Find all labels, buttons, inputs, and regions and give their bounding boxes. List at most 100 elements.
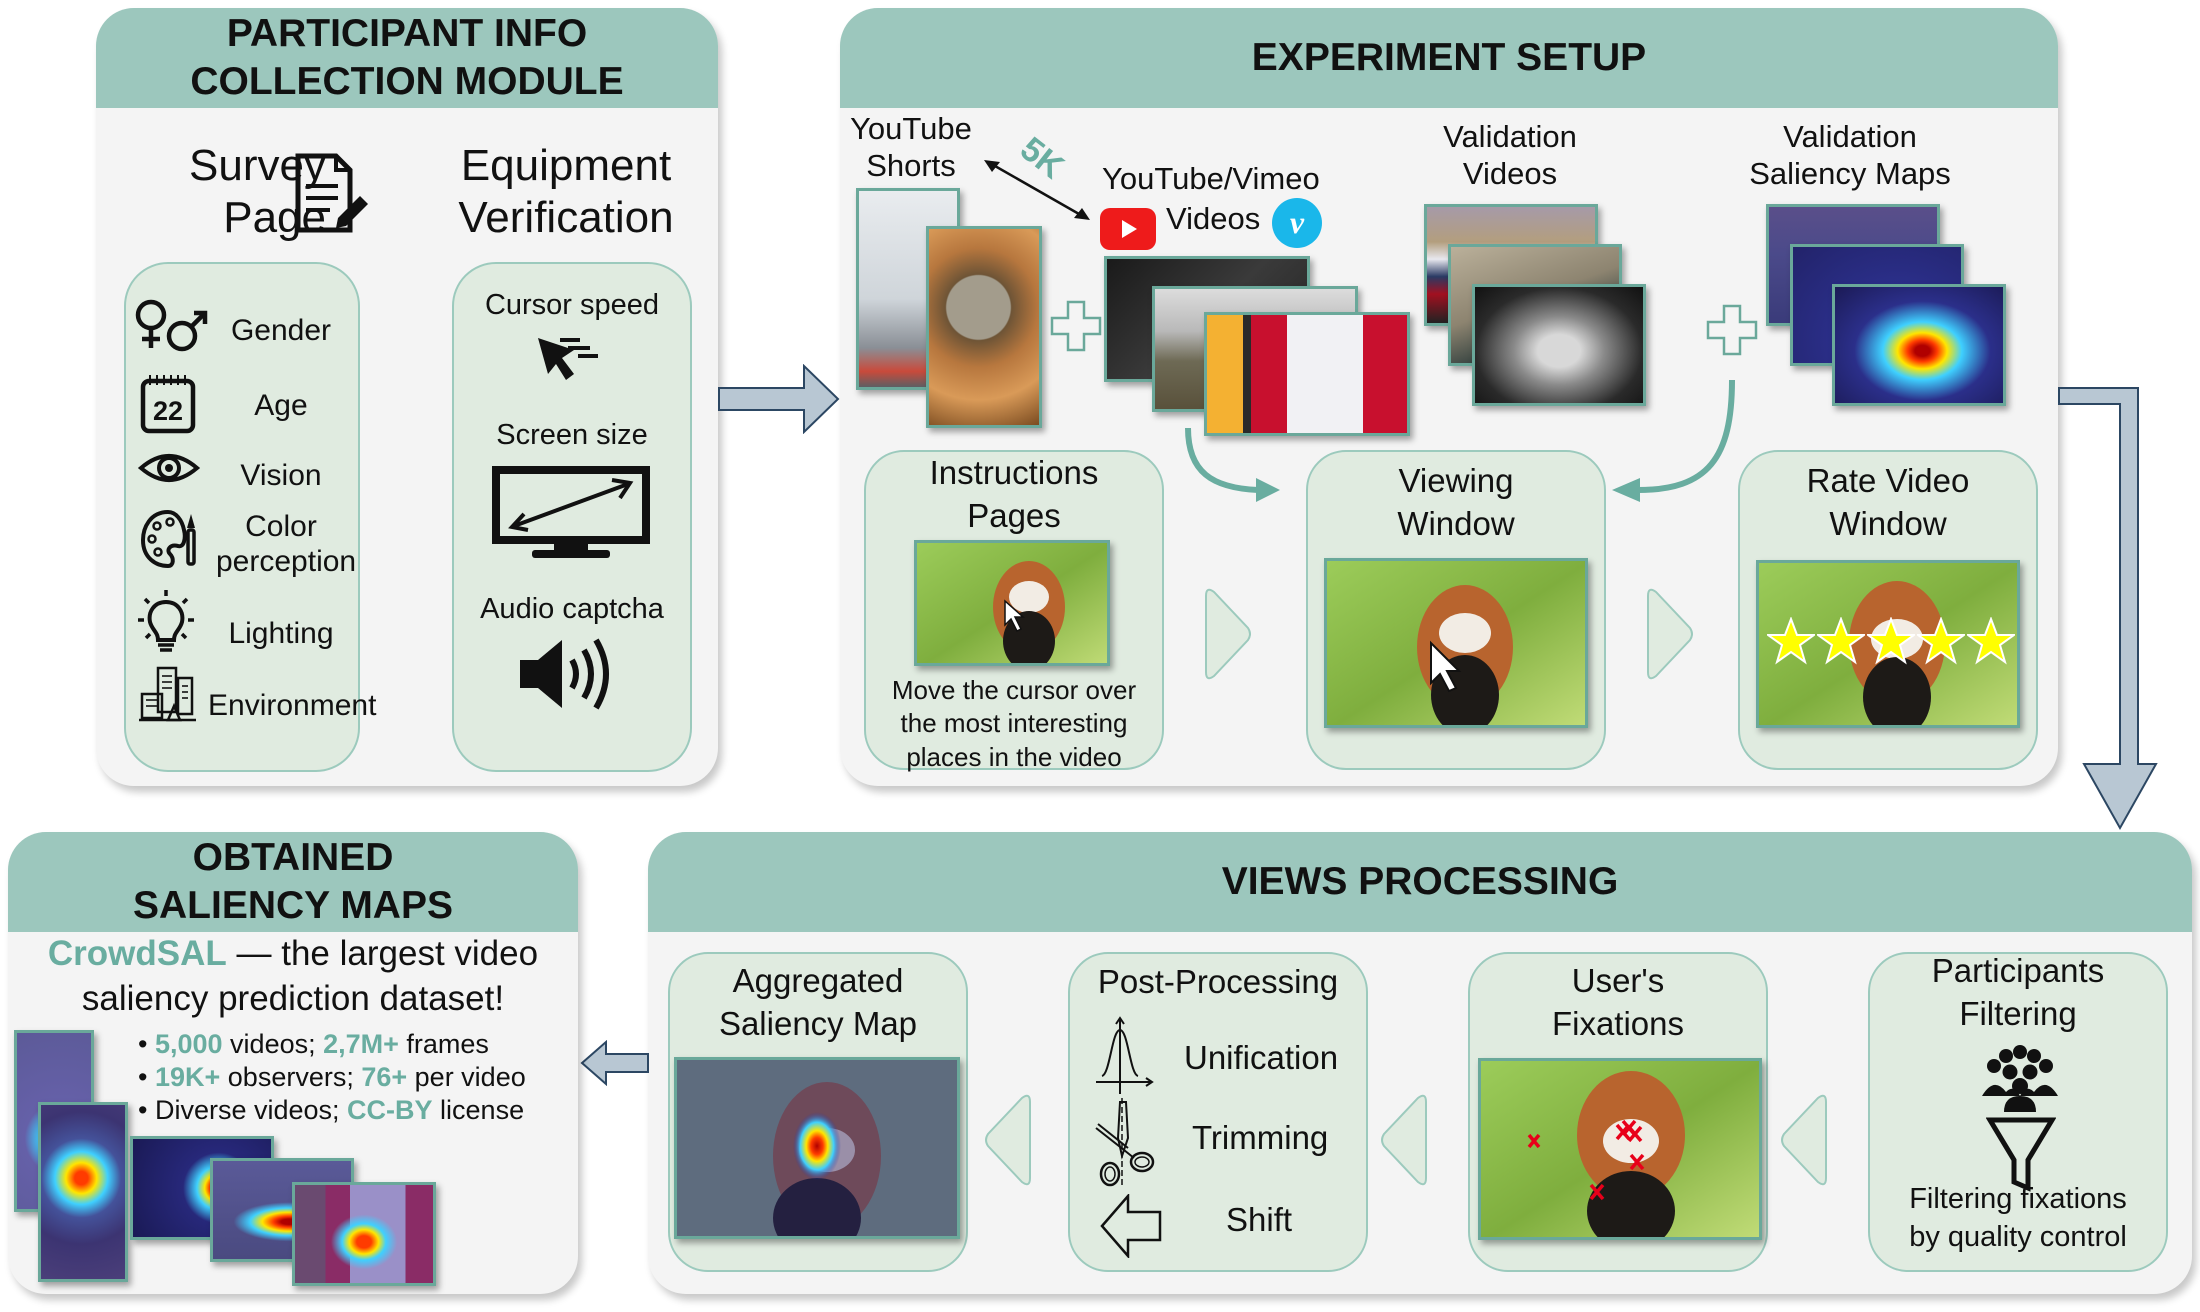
left-arrow-outline-icon <box>1100 1194 1166 1258</box>
stat-text: per video <box>407 1062 526 1092</box>
survey-item-gender: Gender <box>230 314 332 347</box>
funnel-icon <box>1986 1116 2056 1192</box>
val-videos-line2: Videos <box>1462 156 1558 192</box>
equipment-item-cursor-speed: Cursor speed <box>484 289 660 321</box>
instructions-caption-line2: the most interesting <box>900 708 1128 739</box>
filtering-caption-line2: by quality control <box>1909 1221 2127 1254</box>
post-item-unification: Unification <box>1184 1039 1339 1076</box>
stat-highlight: 2,7M+ <box>323 1029 399 1059</box>
stat-highlight: 76+ <box>361 1062 408 1092</box>
rate-title-line2: Window <box>1829 504 1947 542</box>
obtained-map-coin <box>38 1102 128 1282</box>
rating-star-icon[interactable] <box>1817 617 1865 665</box>
step-arrow-views-1 <box>982 1092 1034 1188</box>
obtained-map-anime <box>292 1182 436 1286</box>
stat-highlight: 5,000 <box>154 1029 223 1059</box>
viewing-window-thumbnail <box>1324 558 1588 728</box>
shorts-line1: YouTube <box>850 111 972 146</box>
val-videos-line1: Validation <box>1443 119 1577 154</box>
plus-icon <box>1050 300 1102 352</box>
stat-text: license <box>432 1095 525 1125</box>
experiment-setup-title: EXPERIMENT SETUP <box>1251 36 1647 79</box>
bullet-dot: • <box>138 1095 155 1125</box>
youtube-vimeo-label: YouTube/Vimeo <box>1102 161 1320 196</box>
dataset-stats-list: • 5,000 videos; 2,7M+ frames• 19K+ obser… <box>138 1028 526 1127</box>
fixations-title-line2: Fixations <box>1551 1004 1685 1042</box>
validation-map-station <box>1832 284 2006 406</box>
instructions-title-line2: Pages <box>967 496 1061 534</box>
youtube-icon <box>1100 208 1156 250</box>
rate-video-window-title: Rate Video Window <box>1738 460 2038 546</box>
scissors-icon <box>1094 1098 1158 1188</box>
rating-star-icon[interactable] <box>1917 617 1965 665</box>
stat-highlight: CC-BY <box>347 1095 433 1125</box>
aggregated-map-title: Aggregated Saliency Map <box>668 960 968 1046</box>
calendar-icon: 22 <box>140 372 196 434</box>
dataset-brand: CrowdSAL <box>47 934 227 973</box>
filtering-title-line2: Filtering <box>1959 994 2077 1032</box>
plus-icon-validation <box>1706 304 1758 356</box>
youtube-shorts-label: YouTube Shorts <box>846 110 976 184</box>
rate-title-line1: Rate Video <box>1806 462 1970 499</box>
post-item-trimming: Trimming <box>1192 1119 1329 1156</box>
participant-info-title-line1: PARTICIPANT INFO <box>226 12 588 56</box>
instructions-pages-title: Instructions Pages <box>864 452 1164 538</box>
bidirectional-arrow <box>982 156 1094 226</box>
experiment-setup-header: EXPERIMENT SETUP <box>840 8 2058 108</box>
dataset-tagline: CrowdSAL — the largest video saliency pr… <box>8 932 578 1022</box>
bullet-dot: • <box>138 1029 155 1059</box>
curved-arrow-to-viewing <box>1182 426 1282 510</box>
views-processing-header: VIEWS PROCESSING <box>648 832 2192 932</box>
users-fixations-title: User's Fixations <box>1468 960 1768 1046</box>
aggregated-map-thumbnail <box>674 1057 960 1239</box>
post-item-shift: Shift <box>1226 1201 1293 1238</box>
survey-item-lighting: Lighting <box>228 617 334 650</box>
step-arrow-1 <box>1202 586 1254 682</box>
rate-video-thumbnail <box>1756 560 2020 728</box>
obtained-maps-panel: OBTAINED SALIENCY MAPS CrowdSAL — the la… <box>8 832 578 1294</box>
views-processing-title: VIEWS PROCESSING <box>1221 860 1619 903</box>
color-label-line2: perception <box>216 544 357 578</box>
rating-star-icon[interactable] <box>1767 617 1815 665</box>
eye-icon <box>138 450 200 486</box>
dataset-stat-item: • 5,000 videos; 2,7M+ frames <box>138 1028 526 1061</box>
validation-maps-label: Validation Saliency Maps <box>1740 118 1960 192</box>
obtained-maps-title-line1: OBTAINED <box>192 836 394 880</box>
rating-star-icon[interactable] <box>1867 617 1915 665</box>
video-thumbnail-anime <box>1204 312 1410 436</box>
star-rating[interactable] <box>1767 617 2015 669</box>
vimeo-icon: v <box>1272 198 1322 248</box>
stat-text: videos; <box>222 1029 324 1059</box>
calendar-icon-number: 22 <box>153 396 183 426</box>
dataset-stat-item: • Diverse videos; CC-BY license <box>138 1094 526 1127</box>
equipment-title-line1: Equipment <box>460 141 672 190</box>
tagline-part1: — the largest video <box>226 934 539 973</box>
participant-info-panel: PARTICIPANT INFO COLLECTION MODULE Surve… <box>96 8 718 786</box>
videos-label: Videos <box>1166 201 1261 236</box>
instructions-caption-line1: Move the cursor over <box>891 675 1137 705</box>
viewing-title-line1: Viewing <box>1398 462 1514 499</box>
speaker-icon <box>516 638 636 710</box>
survey-title-line2: Page <box>223 192 326 242</box>
shorts-thumbnail-coin <box>926 226 1042 428</box>
filtering-caption-line1: Filtering fixations <box>1909 1183 2127 1215</box>
instructions-caption: Move the cursor over the most interestin… <box>864 674 1164 774</box>
stat-text: Diverse videos; <box>154 1095 348 1125</box>
curved-arrow-from-validation <box>1608 378 1738 512</box>
survey-items-card <box>124 262 360 772</box>
participants-filtering-caption: Filtering fixations by quality control <box>1868 1180 2168 1257</box>
survey-title-line1: Survey <box>189 141 326 190</box>
survey-item-environment: Environment <box>208 689 377 722</box>
gaussian-curve-icon <box>1094 1016 1154 1096</box>
equipment-item-audio-captcha: Audio captcha <box>480 593 664 625</box>
post-processing-card <box>1068 952 1368 1272</box>
equipment-verification-title: Equipment Verification <box>446 140 686 244</box>
rating-star-icon[interactable] <box>1967 617 2015 665</box>
vimeo-glyph: v <box>1289 204 1305 240</box>
palette-icon <box>140 508 200 570</box>
survey-item-age: Age <box>254 389 308 422</box>
obtained-maps-title-line2: SALIENCY MAPS <box>133 884 453 927</box>
survey-item-color-perception: Color perception <box>216 510 357 579</box>
validation-videos-label: Validation Videos <box>1410 118 1610 192</box>
viewing-title-line2: Window <box>1397 504 1515 542</box>
